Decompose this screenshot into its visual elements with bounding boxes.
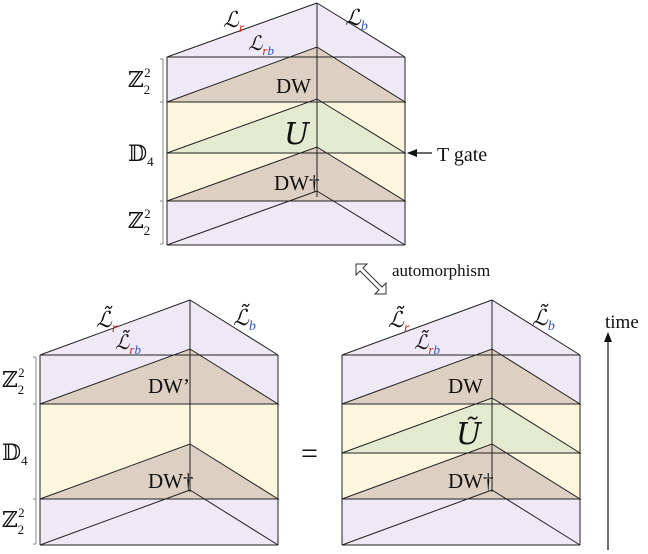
br-label-lrb: ℒ̃rb	[414, 329, 440, 357]
bl-dw-dagger-label: DW†	[148, 469, 194, 493]
automorphism-arrow: automorphism	[355, 261, 490, 295]
top-roof	[167, 3, 405, 57]
top-u-label: U	[284, 117, 311, 152]
top-dw-label: DW	[276, 74, 311, 98]
br-roof	[342, 300, 580, 355]
bl-z2-lower-layer	[40, 499, 278, 545]
top-label-lr: ℒr	[223, 8, 245, 36]
equals-sign: =	[301, 437, 318, 470]
bl-dw-prime-label: DW’	[148, 374, 190, 398]
automorphism-label: automorphism	[392, 261, 490, 280]
br-label-lb: ℒ̃b	[532, 303, 555, 334]
br-z2-lower-layer	[342, 499, 580, 545]
time-label: time	[605, 312, 639, 333]
top-dw-dagger-label: DW†	[274, 171, 320, 195]
top-z2-lower-layer	[167, 201, 405, 245]
bl-label-lrb: ℒ̃rb	[115, 329, 141, 357]
bl-label-lb: ℒ̃b	[233, 303, 256, 334]
br-dw-dagger-label: DW†	[448, 469, 494, 493]
double-arrow-icon	[355, 263, 387, 295]
bl-roof	[40, 300, 278, 355]
br-u-tilde-label: Ũ	[456, 416, 483, 452]
br-dw-label: DW	[448, 374, 483, 398]
bl-label-lr: ℒ̃r	[96, 305, 118, 336]
top-label-lrb: ℒrb	[248, 31, 274, 58]
time-axis: time	[604, 312, 639, 550]
top-label-lb: ℒb	[345, 6, 368, 34]
t-gate-label: T gate	[437, 144, 487, 166]
br-label-lr: ℒ̃r	[388, 305, 410, 336]
bottom-right-block: ℒ̃r ℒ̃b ℒ̃rb DW Ũ DW†	[341, 299, 582, 546]
top-d4-label: 𝔻4	[128, 141, 154, 169]
bl-d4-label: 𝔻4	[2, 440, 28, 468]
